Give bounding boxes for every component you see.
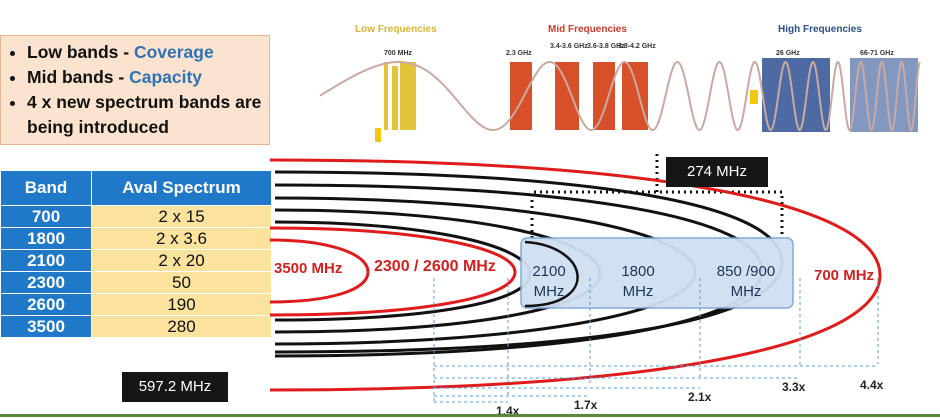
inner-curve <box>524 240 579 308</box>
label-2300-2600mhz: 2300 / 2600 MHz <box>374 258 496 275</box>
label-66ghz: 66-71 GHz <box>860 50 894 57</box>
bullet-new-bands: 4 x new spectrum bands are being introdu… <box>27 90 269 140</box>
label-700mhz: 700 MHz <box>384 50 413 57</box>
low-band-block <box>384 62 388 130</box>
table-header-row: Band Aval Spectrum <box>0 170 272 206</box>
label-2100mhz: 2100 MHz <box>532 263 566 300</box>
spectrum-cell: 50 <box>91 271 272 294</box>
coverage-3500-curve <box>270 238 370 304</box>
mid-frequencies-heading: Mid Frequencies <box>548 24 627 35</box>
band-cell: 3500 <box>0 315 92 338</box>
multiplier-1-7x: 1.7x <box>574 398 598 412</box>
mid-band-block <box>555 62 579 130</box>
coverage-2300-2600-curve <box>270 226 517 317</box>
band-cell: 2100 <box>0 249 92 272</box>
spectrum-cell: 280 <box>91 315 272 338</box>
mid-band-block <box>622 62 648 130</box>
label-2-3ghz: 2.3 GHz <box>506 50 532 57</box>
spectrum-cell: 2 x 20 <box>91 249 272 272</box>
label-3-8ghz: 3.8-4.2 GHz <box>618 43 656 50</box>
aggregate-bracket <box>530 190 784 238</box>
mid-band-block <box>593 62 615 130</box>
low-band-marker <box>375 128 381 142</box>
low-band-block <box>392 66 398 130</box>
bullet-mid-bands: Mid bands - Capacity <box>27 65 269 90</box>
high-band-marker <box>750 90 758 104</box>
label-700mhz-coverage: 700 MHz <box>814 267 875 284</box>
multiplier-3-3x: 3.3x <box>782 380 806 394</box>
mid-band-block <box>510 62 532 130</box>
label-850-900mhz: 850 /900 MHz <box>716 263 776 300</box>
label-3-4ghz: 3.4-3.6 GHz <box>550 43 588 50</box>
band-cell: 1800 <box>0 227 92 250</box>
coverage-700mhz-curve <box>270 158 882 392</box>
band-cell: 700 <box>0 205 92 228</box>
band-cell: 2300 <box>0 271 92 294</box>
low-frequencies-heading: Low Frequencies <box>355 24 437 35</box>
bullet-low-bands: Low bands - Coverage <box>27 40 269 65</box>
label-1800mhz: 1800 MHz <box>621 263 655 300</box>
multiplier-guides <box>433 278 879 403</box>
spectrum-cell: 2 x 3.6 <box>91 227 272 250</box>
multiplier-4-4x: 4.4x <box>860 378 884 392</box>
coverage-diagram <box>270 152 882 403</box>
band-cell: 2600 <box>0 293 92 316</box>
high-frequencies-heading: High Frequencies <box>778 24 862 35</box>
label-26ghz: 26 GHz <box>776 50 800 57</box>
spectrum-cell: 190 <box>91 293 272 316</box>
label-3500mhz: 3500 MHz <box>274 260 343 277</box>
bottom-accent-bar <box>0 414 940 417</box>
label-3-6ghz: 3.6-3.8 GHz <box>587 43 625 50</box>
aggregate-region <box>520 237 794 309</box>
spectrum-cell: 2 x 15 <box>91 205 272 228</box>
spectrum-wave-graphic: Low Frequencies Mid Frequencies High Fre… <box>319 24 921 142</box>
column-header-band: Band <box>0 170 92 206</box>
bullet-box: Low bands - Coverage Mid bands - Capacit… <box>0 35 270 145</box>
spectrum-wave <box>319 60 921 132</box>
multiplier-2-1x: 2.1x <box>688 390 712 404</box>
column-header-spectrum: Aval Spectrum <box>91 170 272 206</box>
total-spectrum-box: 597.2 MHz <box>122 372 228 402</box>
aggregate-spectrum-box: 274 MHz <box>666 157 768 187</box>
bullet-list: Low bands - Coverage Mid bands - Capacit… <box>3 40 269 140</box>
low-band-block <box>400 62 416 130</box>
